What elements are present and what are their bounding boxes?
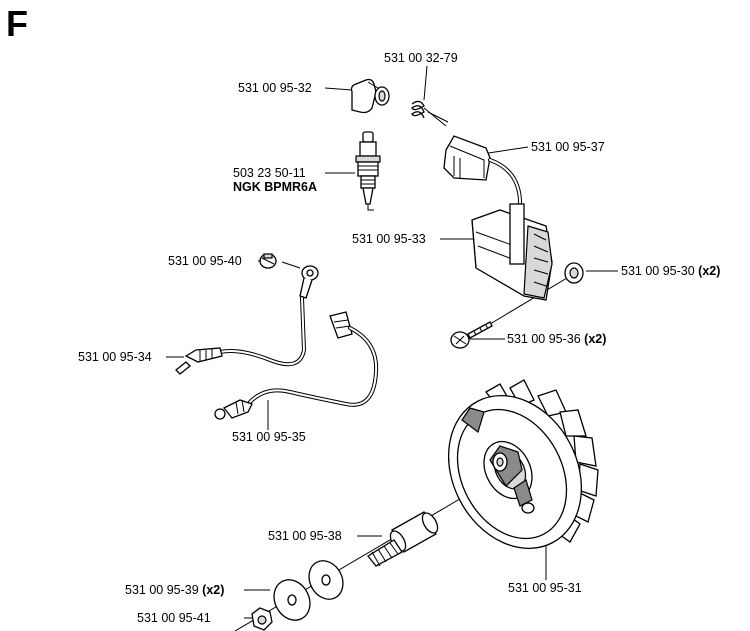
flywheel <box>447 379 599 550</box>
ignition-cable <box>214 311 379 420</box>
part-label-p2: 531 00 95-32 <box>238 81 312 95</box>
part-label-p7: 531 00 95-30 (x2) <box>621 264 721 278</box>
spark-plug-boot <box>350 78 390 114</box>
part-label-p4: 503 23 50-11 <box>233 166 306 180</box>
spring-clip <box>411 100 449 127</box>
spark-plug-note: NGK BPMR6A <box>233 180 318 194</box>
screw <box>450 321 493 349</box>
part-label-p9: 531 00 95-34 <box>78 350 152 364</box>
part-label-p13: 531 00 95-39 (x2) <box>125 583 225 597</box>
part-label-p8: 531 00 95-36 (x2) <box>507 332 607 346</box>
part-label-p10: 531 00 95-35 <box>232 430 306 444</box>
ground-screw <box>259 253 319 299</box>
ignition-module <box>443 135 553 301</box>
leader-p3 <box>481 146 529 155</box>
spark-plug <box>355 131 381 211</box>
section-letter: F <box>6 3 28 44</box>
part-label-p5: 531 00 95-33 <box>352 232 426 246</box>
part-label-p11: 531 00 95-38 <box>268 529 342 543</box>
leader-p1 <box>423 65 428 101</box>
spacer <box>564 262 584 284</box>
part-label-p14: 531 00 95-41 <box>137 611 211 625</box>
part-label-p6: 531 00 95-40 <box>168 254 242 268</box>
washers <box>273 560 344 621</box>
nut <box>251 607 273 631</box>
leader-lines <box>166 65 618 619</box>
part-label-p1: 531 00 32-79 <box>384 51 458 65</box>
stop-cable <box>175 296 307 375</box>
part-label-p3: 531 00 95-37 <box>531 140 605 154</box>
part-label-p12: 531 00 95-31 <box>508 581 582 595</box>
leader-p2 <box>324 87 353 91</box>
starter-pawl-carrier <box>367 511 439 567</box>
